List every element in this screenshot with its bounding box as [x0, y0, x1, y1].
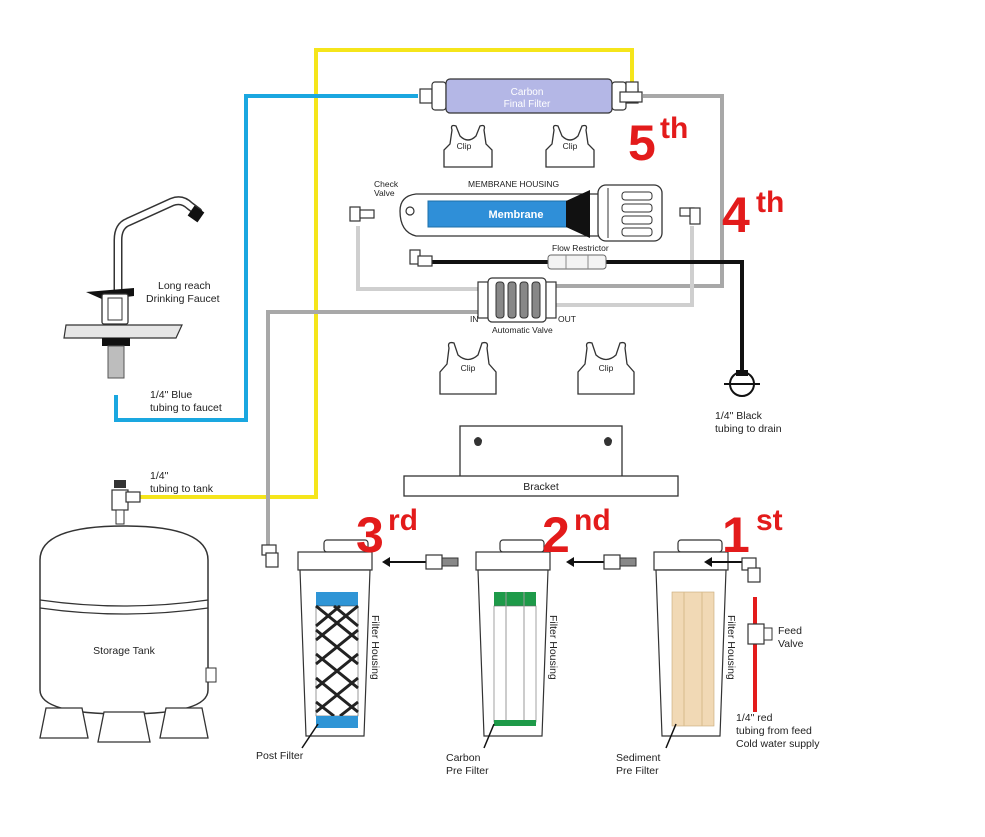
- storage-tank: [39, 525, 217, 743]
- membrane-label: Membrane: [488, 209, 543, 221]
- red-tubing-label-2: tubing from feed: [736, 725, 812, 737]
- tank-valve: [111, 480, 141, 525]
- membrane-housing: Membrane: [399, 184, 663, 242]
- black-tubing-label-2: tubing to drain: [715, 423, 782, 435]
- stage-2-suffix: nd: [574, 504, 611, 537]
- drain-saddle: [724, 370, 760, 397]
- stage-3-number: 3: [356, 507, 384, 563]
- arrow-2nd-to-3rd: [382, 554, 459, 570]
- faucet-label-2: Drinking Faucet: [146, 293, 220, 305]
- carbon-pre-label-1: Carbon: [446, 752, 481, 764]
- blue-tubing-label-1: 1/4" Blue: [150, 389, 192, 401]
- clip-label: Clip: [563, 141, 578, 151]
- post-filter-housing: [297, 539, 373, 737]
- black-tubing-to-drain: [430, 260, 744, 372]
- clip-label: Clip: [599, 363, 614, 373]
- gray-tubing-valve-to-membrane: [555, 226, 694, 307]
- post-filter-inlet-fitting: [261, 544, 279, 568]
- carbon-final-filter: Carbon Final Filter: [419, 78, 639, 114]
- red-tubing-label-1: 1/4" red: [736, 712, 773, 724]
- storage-tank-label: Storage Tank: [93, 645, 155, 657]
- filter-housing-label: Filter Housing: [369, 615, 381, 680]
- stage-1-number: 1: [722, 507, 750, 563]
- carbon-final-label-1: Carbon: [511, 87, 544, 98]
- sediment-pre-label-2: Pre Filter: [616, 765, 659, 777]
- automatic-valve: [477, 277, 557, 323]
- check-valve-fitting: [349, 206, 375, 222]
- clip-label: Clip: [461, 363, 476, 373]
- membrane-housing-label: MEMBRANE HOUSING: [468, 179, 559, 189]
- stage-4-number: 4: [722, 187, 750, 243]
- drinking-faucet: [63, 196, 205, 379]
- faucet-label-1: Long reach: [158, 280, 211, 292]
- flow-restrictor: [547, 254, 607, 270]
- filter-housing-label: Filter Housing: [725, 615, 737, 680]
- blue-tubing-to-faucet: [114, 94, 418, 422]
- gray-tubing-check-valve: [356, 226, 478, 291]
- sediment-pre-label-1: Sediment: [616, 752, 660, 764]
- black-tubing-label-1: 1/4" Black: [715, 410, 763, 422]
- drain-elbow-fitting: [409, 249, 433, 267]
- gray-tubing-membrane-to-final: [555, 94, 724, 288]
- carbon-pre-label-2: Pre Filter: [446, 765, 489, 777]
- feed-valve-label-2: Valve: [778, 638, 804, 650]
- carbon-pre-filter-housing: [475, 539, 551, 737]
- valve-out-label: OUT: [558, 314, 576, 324]
- clip-middle-left: Clip: [439, 341, 497, 395]
- stage-5-suffix: th: [660, 112, 688, 145]
- stage-5-number: 5: [628, 115, 656, 171]
- red-tubing-label-3: Cold water supply: [736, 738, 820, 750]
- tank-tubing-label-2: tubing to tank: [150, 483, 214, 495]
- blue-tubing-label-2: tubing to faucet: [150, 402, 222, 414]
- bracket: [403, 425, 679, 497]
- yellow-tubing-to-tank: [140, 48, 634, 499]
- gray-tubing-third-to-valve: [266, 310, 478, 545]
- clip-label: Clip: [457, 141, 472, 151]
- check-valve-label-1: Check: [374, 179, 399, 189]
- feed-valve: [747, 623, 773, 645]
- stage-3-suffix: rd: [388, 504, 418, 537]
- clip-top-left: Clip: [443, 124, 493, 168]
- post-filter-label: Post Filter: [256, 750, 304, 762]
- feed-valve-label-1: Feed: [778, 625, 802, 637]
- carbon-final-label-2: Final Filter: [504, 99, 551, 110]
- check-valve-label-2: Valve: [374, 188, 395, 198]
- filter-housing-label: Filter Housing: [547, 615, 559, 680]
- arrow-1st-to-2nd: [566, 554, 637, 570]
- valve-in-label: IN: [470, 314, 479, 324]
- feed-inlet-fitting: [704, 557, 761, 583]
- stage-1-suffix: st: [756, 504, 783, 537]
- automatic-valve-label: Automatic Valve: [492, 325, 553, 335]
- stage-2-number: 2: [542, 507, 570, 563]
- clip-middle-right: Clip: [577, 341, 635, 395]
- bracket-label: Bracket: [523, 481, 559, 493]
- clip-top-right: Clip: [545, 124, 595, 168]
- stage-4-suffix: th: [756, 186, 784, 219]
- tee-fitting-top: [619, 81, 643, 103]
- flow-restrictor-label: Flow Restrictor: [552, 243, 609, 253]
- membrane-outlet-fitting: [679, 207, 701, 225]
- sediment-pre-filter-housing: [653, 539, 729, 737]
- tank-tubing-label-1: 1/4": [150, 470, 169, 482]
